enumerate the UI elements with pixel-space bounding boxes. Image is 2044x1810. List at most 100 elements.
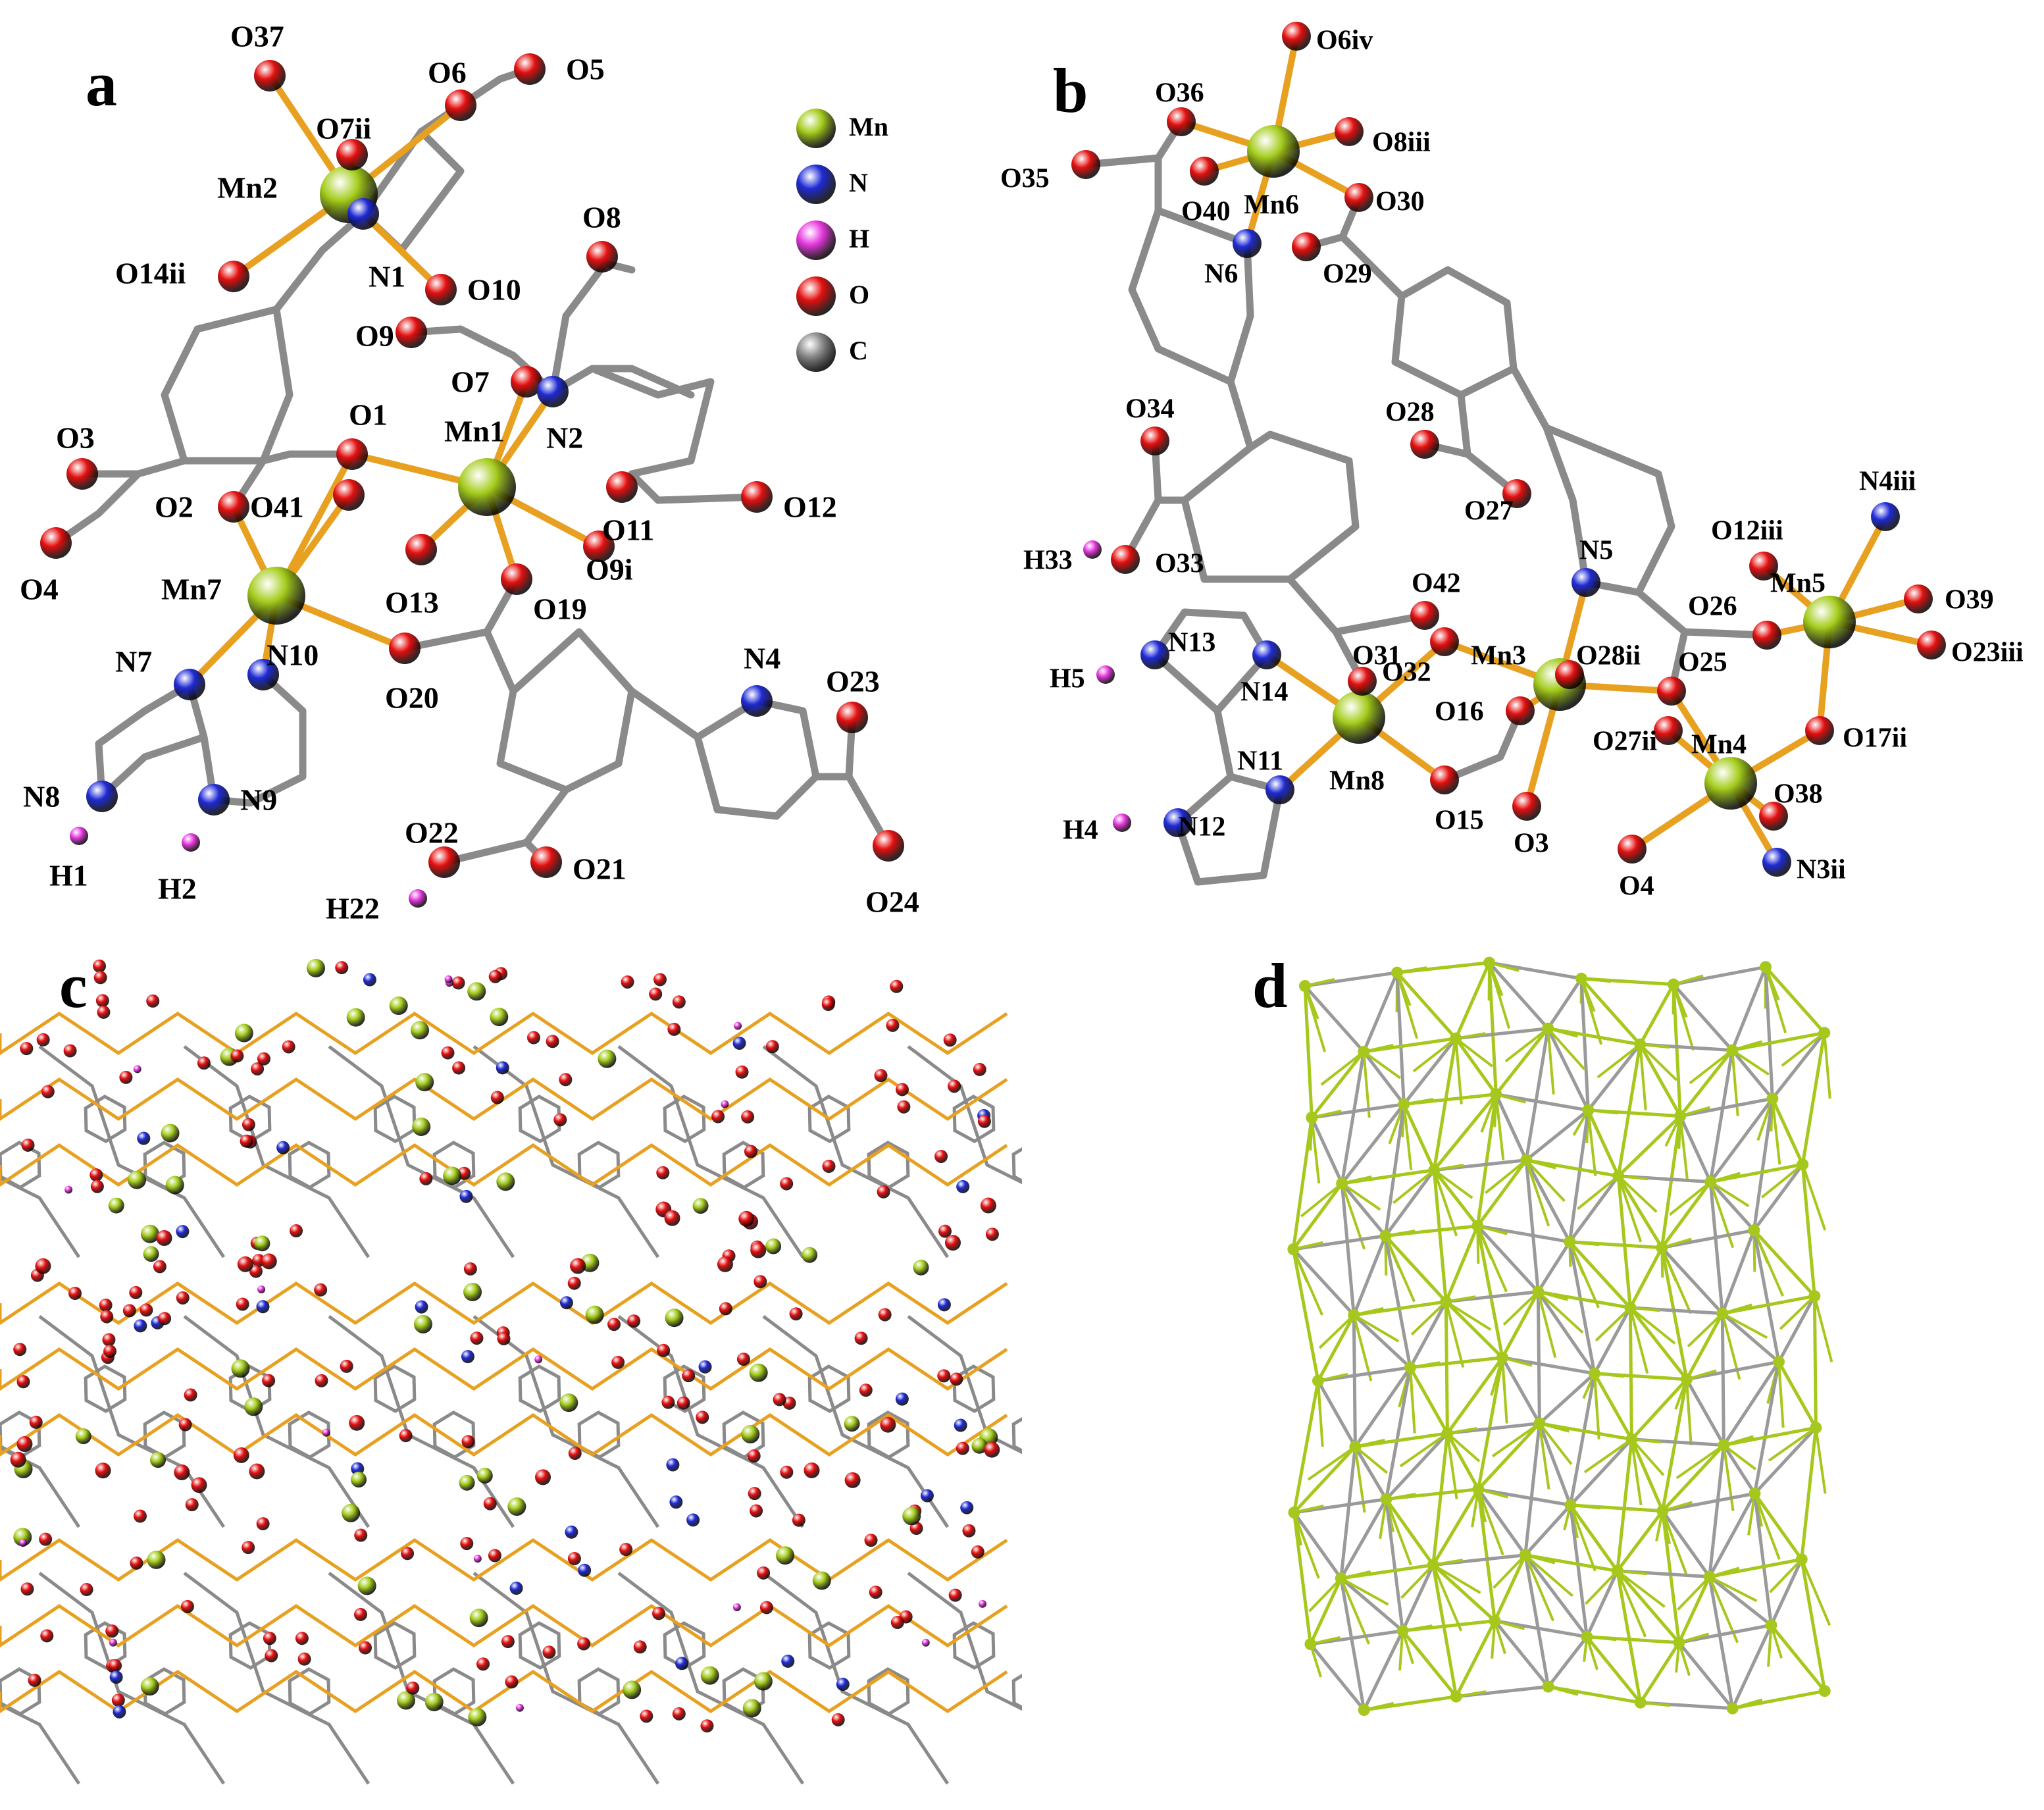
- net-node: [1542, 1022, 1554, 1035]
- net-edge: [1630, 1439, 1643, 1506]
- mn-carboxylate-chain: [0, 1412, 1008, 1457]
- net-node: [1564, 1235, 1576, 1248]
- linker-strut: [183, 1045, 370, 1258]
- atom-label-O9: O9: [355, 319, 394, 353]
- net-edge: [1709, 1557, 1802, 1579]
- framework-atom: [363, 973, 376, 987]
- phenyl-ring: [288, 1141, 331, 1189]
- net-edge: [1354, 1445, 1389, 1474]
- net-edge: [1292, 1249, 1323, 1316]
- framework-atom: [754, 1672, 773, 1691]
- net-node: [1299, 980, 1311, 992]
- bond-Mn8-O32: [1356, 638, 1448, 721]
- phenyl-ring: [288, 1410, 331, 1459]
- net-edge: [1585, 1636, 1642, 1704]
- framework-atom: [176, 1291, 190, 1305]
- net-edge: [1677, 1576, 1712, 1643]
- framework-atom: [240, 1134, 253, 1148]
- net-edge: [1538, 1423, 1550, 1489]
- atom-label-O3: O3: [1514, 829, 1549, 859]
- framework-atom: [979, 1599, 987, 1608]
- net-edge: [1660, 1116, 1682, 1248]
- net-edge: [1477, 1422, 1541, 1491]
- net-edge: [1362, 971, 1399, 1052]
- bond-Mn6-O30: [1270, 148, 1362, 201]
- net-edge: [1292, 1380, 1320, 1513]
- framework-atom: [406, 1681, 420, 1695]
- framework-atom: [451, 976, 465, 990]
- framework-atom: [109, 1659, 122, 1672]
- net-edge: [1431, 1433, 1449, 1565]
- legend-swatch-O: [796, 276, 836, 316]
- net-edge: [1679, 1116, 1689, 1182]
- framework-atom: [956, 1441, 969, 1455]
- framework-atom: [476, 1467, 493, 1484]
- atom-label-O20: O20: [385, 681, 439, 715]
- atom-O33: [1111, 545, 1140, 574]
- atom-O5: [514, 53, 546, 85]
- framework-atom: [895, 1392, 909, 1406]
- bond-Mn4-O38: [1727, 780, 1777, 819]
- atom-label-Mn1: Mn1: [444, 415, 505, 448]
- framework-atom: [948, 1588, 962, 1602]
- net-edge: [1579, 978, 1590, 1110]
- framework-atom: [890, 1616, 904, 1630]
- framework-atom: [113, 1705, 126, 1719]
- mn-carboxylate-chain: [0, 1281, 1008, 1326]
- net-edge: [1502, 1356, 1595, 1376]
- net-edge: [1340, 1577, 1389, 1606]
- net-edge: [1685, 1312, 1724, 1380]
- net-node: [1612, 1170, 1625, 1182]
- framework-atom: [902, 1507, 921, 1526]
- net-edge: [1731, 1049, 1774, 1100]
- net-edge: [1525, 1158, 1619, 1178]
- framework-atom: [297, 1652, 311, 1666]
- net-edge: [1471, 1489, 1480, 1528]
- framework-atom: [869, 1586, 882, 1599]
- bond-Mn4-O17ii: [1727, 727, 1823, 787]
- net-edge: [1752, 1229, 1781, 1362]
- net-node: [1348, 1309, 1360, 1321]
- net-edge: [1813, 1295, 1833, 1362]
- atom-label-O40: O40: [1181, 197, 1231, 227]
- framework-atom: [985, 1228, 999, 1241]
- net-edge: [1446, 1357, 1504, 1435]
- net-edge: [1485, 1159, 1527, 1195]
- framework-atom: [257, 1285, 266, 1293]
- net-edge: [1402, 1103, 1436, 1171]
- net-edge: [1524, 1160, 1540, 1292]
- net-node: [1674, 1110, 1687, 1122]
- atom-label-O12iii: O12iii: [1711, 516, 1783, 546]
- phenyl-ring: [84, 1364, 127, 1413]
- framework-atom: [700, 1666, 719, 1685]
- net-edge: [1500, 1357, 1541, 1424]
- bond-Mn3-O28ii: [1556, 671, 1573, 688]
- bond-Mn6-N6: [1244, 148, 1277, 247]
- net-edge: [1523, 1423, 1541, 1555]
- net-edge: [1708, 1575, 1772, 1627]
- atom-label-O29: O29: [1323, 259, 1372, 290]
- atom-O27: [1502, 479, 1531, 508]
- framework-atom: [41, 1085, 55, 1099]
- framework-atom: [488, 1549, 501, 1563]
- framework-atom: [473, 1555, 482, 1563]
- framework-atom: [675, 1657, 689, 1670]
- phenyl-ring: [577, 1141, 621, 1189]
- framework-atom: [129, 1285, 143, 1299]
- bond-Mn4-O4: [1629, 780, 1734, 852]
- net-edge: [1752, 1098, 1774, 1231]
- atom-O25: [1657, 677, 1686, 706]
- carbon-chain-0: [272, 65, 534, 313]
- framework-atom: [505, 1675, 519, 1689]
- net-edge: [1491, 1422, 1541, 1458]
- net-edge: [1401, 1630, 1458, 1698]
- framework-atom: [765, 1040, 779, 1054]
- net-edge: [1753, 1492, 1803, 1561]
- bond-Mn4-N3ii: [1727, 780, 1780, 866]
- mn-carboxylate-chain: [0, 1077, 1008, 1122]
- framework-atoms: [10, 958, 1000, 1733]
- net-edge: [1546, 1027, 1590, 1111]
- atom-O9: [396, 317, 427, 348]
- net-node: [1496, 1351, 1508, 1364]
- framework-atom: [653, 973, 667, 987]
